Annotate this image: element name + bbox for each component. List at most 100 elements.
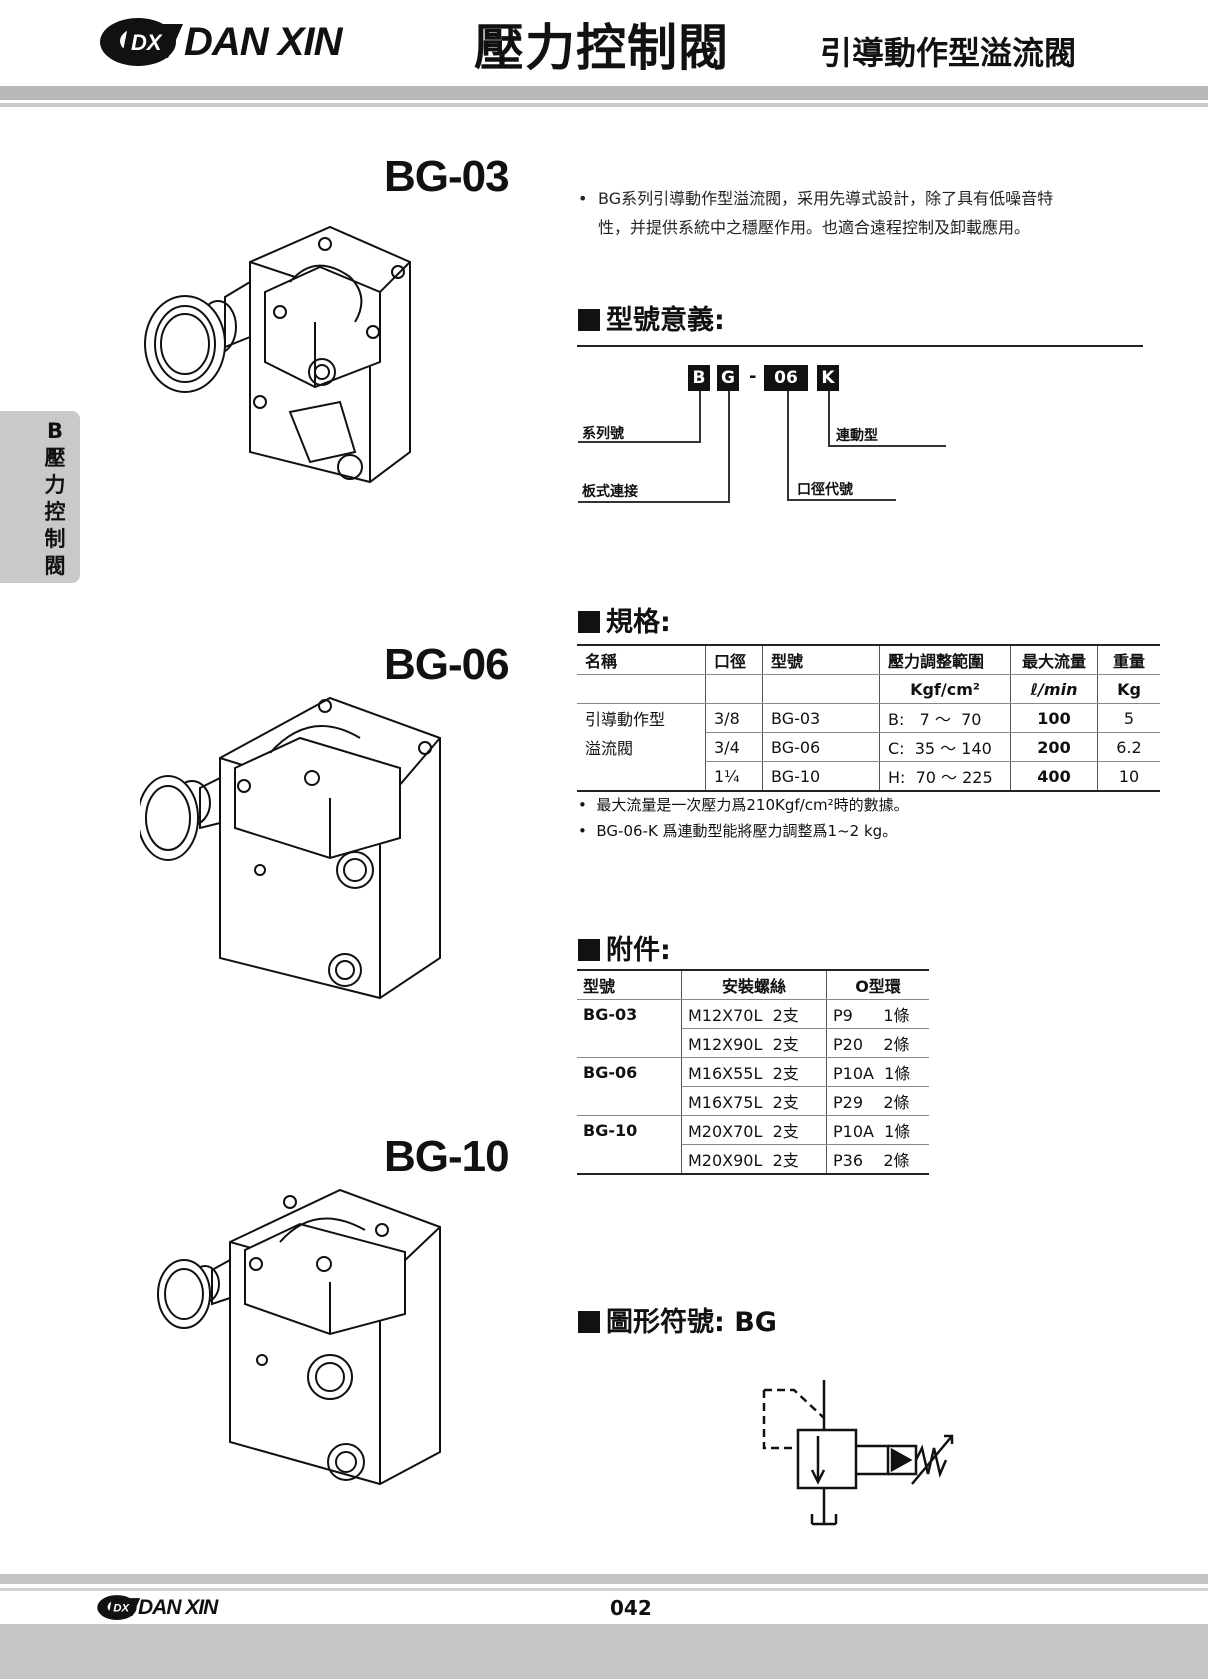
table-row: M20X90L 2支 P36 2條	[577, 1144, 929, 1175]
description-line-1: BG系列引導動作型溢流閥，采用先導式設計，除了具有低噪音特	[598, 189, 1054, 208]
code-box-g: G	[717, 365, 739, 391]
header-divider	[0, 103, 1208, 107]
accessories-header-row: 型號 安裝螺絲 O型環	[577, 969, 929, 1000]
dx-logo-icon: DX	[100, 18, 183, 66]
acc-col-screws: 安裝螺絲	[681, 969, 827, 1000]
page-number: 042	[610, 1596, 652, 1620]
spec-unit	[705, 674, 763, 704]
header-bar	[0, 86, 1208, 100]
page-title: 壓力控制閥	[474, 19, 729, 77]
table-row: 溢流閥 3/4 BG-06 C: 35 ～ 140 200 6.2	[577, 732, 1160, 762]
dx-logo-icon: DX	[97, 1595, 141, 1620]
code-leader-line	[787, 499, 896, 501]
code-box-b: B	[688, 365, 710, 391]
symbol-heading-text: 圖形符號: BG	[606, 1307, 777, 1338]
page-subtitle: 引導動作型溢流閥	[820, 34, 1077, 72]
spec-col-pressure: 壓力調整範圍	[879, 644, 1011, 675]
spec-col-port: 口徑	[705, 644, 763, 675]
valve-illustration-bg06	[140, 696, 441, 1000]
symbol-heading: 圖形符號: BG	[578, 1300, 777, 1339]
acc-col-oring: O型環	[826, 969, 929, 1000]
spec-cell: 6.2	[1097, 732, 1160, 762]
spec-header-row: 名稱 口徑 型號 壓力調整範圍 最大流量 重量	[577, 644, 1160, 675]
table-row: M12X90L 2支 P20 2條	[577, 1028, 929, 1058]
acc-cell: M20X70L 2支	[681, 1115, 827, 1145]
spec-cell: 3/8	[705, 703, 763, 733]
acc-cell: P9 1條	[826, 999, 929, 1029]
code-leader-line	[578, 501, 730, 503]
spec-table: 名稱 口徑 型號 壓力調整範圍 最大流量 重量 Kgf/cm² ℓ/min Kg…	[577, 644, 1160, 792]
heading-rule	[577, 345, 1143, 347]
spec-col-flow: 最大流量	[1010, 644, 1098, 675]
spec-cell: 400	[1010, 761, 1098, 792]
side-tab-label: B 壓 力 控 制 閥	[44, 419, 66, 578]
acc-col-model: 型號	[577, 969, 682, 1000]
spec-cell: 10	[1097, 761, 1160, 792]
spec-cell: 溢流閥	[585, 739, 634, 758]
spec-cell: BG-10	[762, 761, 880, 792]
acc-cell: M16X75L 2支	[681, 1086, 827, 1116]
spec-col-name: 名稱	[577, 644, 706, 675]
spec-cell: 200	[1010, 732, 1098, 762]
table-row: 1¼ BG-10 H: 70 ～ 225 400 10	[577, 761, 1160, 792]
spec-cell: 5	[1097, 703, 1160, 733]
model-title-bg06: BG-06	[384, 640, 510, 689]
table-row: BG-06 M16X55L 2支 P10A 1條	[577, 1057, 929, 1087]
spec-cell	[577, 761, 706, 792]
code-leader-line	[828, 445, 946, 447]
table-row: BG-03 M12X70L 2支 P9 1條	[577, 999, 929, 1029]
acc-cell: P10A 1條	[826, 1115, 929, 1145]
spec-cell: B: 7 ～ 70	[879, 703, 1011, 733]
code-leader-line	[578, 441, 701, 443]
brand-logo: DX DAN XIN	[98, 14, 378, 70]
spec-unit	[762, 674, 880, 704]
table-row: BG-10 M20X70L 2支 P10A 1條	[577, 1115, 929, 1145]
footer-divider	[0, 1588, 1208, 1591]
code-box-size: 06	[764, 365, 808, 391]
code-label-connection: 板式連接	[582, 484, 638, 500]
description: • BG系列引導動作型溢流閥，采用先導式設計，除了具有低噪音特 性，并提供系統中…	[578, 184, 1138, 242]
acc-cell: BG-10	[583, 1120, 638, 1140]
logo-monogram: DX	[113, 1603, 130, 1615]
spec-heading: 規格:	[578, 600, 671, 639]
footer-bar	[0, 1574, 1208, 1584]
code-leader-line	[828, 391, 830, 446]
acc-cell: M12X70L 2支	[681, 999, 827, 1029]
acc-cell: M12X90L 2支	[681, 1028, 827, 1058]
code-leader-line	[787, 391, 789, 500]
spec-note: • BG-06-K 爲連動型能將壓力調整爲1~2 kg。	[578, 818, 909, 844]
accessories-table: 型號 安裝螺絲 O型環 BG-03 M12X70L 2支 P9 1條 M12X9…	[577, 969, 929, 1175]
bullet-icon: •	[578, 822, 597, 840]
model-code-heading-text: 型號意義:	[606, 305, 725, 336]
hydraulic-relief-valve-symbol	[762, 1380, 954, 1526]
spec-note-text: 最大流量是一次壓力爲210Kgf/cm²時的數據。	[596, 796, 909, 814]
spec-unit-flow: ℓ/min	[1010, 674, 1098, 704]
table-row: M16X75L 2支 P29 2條	[577, 1086, 929, 1116]
square-bullet-icon	[578, 309, 600, 331]
model-title-bg03: BG-03	[384, 152, 510, 201]
spec-unit-weight: Kg	[1097, 674, 1160, 704]
spec-note-text: BG-06-K 爲連動型能將壓力調整爲1~2 kg。	[596, 822, 898, 840]
spec-cell: 100	[1010, 703, 1098, 733]
code-label-type: 連動型	[836, 428, 878, 444]
model-title-bg10: BG-10	[384, 1132, 510, 1181]
acc-cell: M16X55L 2支	[681, 1057, 827, 1087]
code-box-k: K	[817, 365, 839, 391]
code-leader-line	[728, 391, 730, 502]
model-code-heading: 型號意義:	[578, 298, 725, 337]
valve-illustration-bg10	[157, 1188, 441, 1486]
acc-cell: P10A 1條	[826, 1057, 929, 1087]
accessories-heading-text: 附件:	[606, 935, 671, 966]
spec-cell: 引導動作型	[585, 710, 666, 730]
code-dash: -	[749, 366, 757, 387]
description-line-2: 性，并提供系統中之穩壓作用。也適合遠程控制及卸載應用。	[598, 218, 1031, 237]
spec-cell: BG-06	[762, 732, 880, 762]
spec-col-model: 型號	[762, 644, 880, 675]
accessories-heading: 附件:	[578, 928, 671, 967]
bullet-icon: •	[578, 189, 588, 208]
acc-cell	[577, 1086, 682, 1116]
spec-notes: • 最大流量是一次壓力爲210Kgf/cm²時的數據。 • BG-06-K 爲連…	[578, 792, 909, 844]
acc-cell: P20 2條	[826, 1028, 929, 1058]
spec-cell: C: 35 ～ 140	[879, 732, 1011, 762]
spec-cell: BG-03	[762, 703, 880, 733]
